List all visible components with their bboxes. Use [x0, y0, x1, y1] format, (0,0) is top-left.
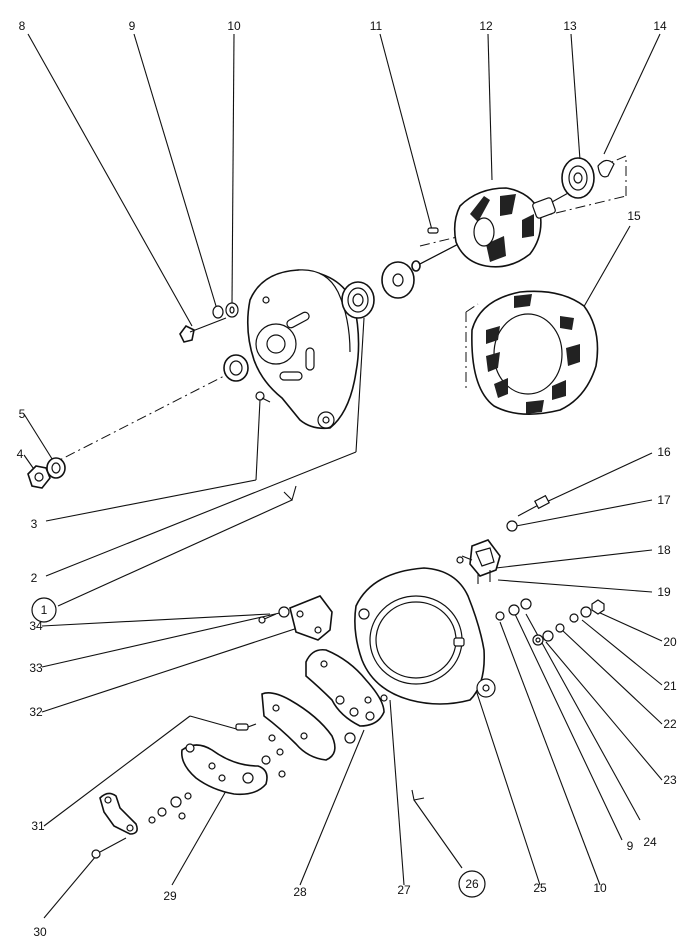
callout-18: 18: [657, 543, 671, 557]
bracket-part-30: [99, 792, 138, 835]
washer-part-5: [46, 457, 66, 479]
key-part-11: [427, 227, 439, 234]
callout-27: 27: [397, 883, 411, 897]
callout-21: 21: [663, 679, 677, 693]
callout-9b: 9: [627, 839, 634, 853]
callout-23: 23: [663, 773, 677, 787]
callout-30: 30: [33, 925, 47, 939]
callout-16: 16: [657, 445, 671, 459]
callout-15: 15: [627, 209, 641, 223]
oil-seal: [223, 354, 249, 382]
callout-34: 34: [29, 619, 43, 633]
bearing-part-2: [341, 281, 375, 319]
callout-labels: 8 9 10 11 12 13 14 15 5 4 3 2 1 16 17 18…: [17, 19, 677, 939]
retainer-plate: [381, 261, 415, 299]
diode-plate-part-29: [180, 743, 286, 796]
callout-8: 8: [19, 19, 26, 33]
callout-32: 32: [29, 705, 43, 719]
callout-17: 17: [657, 493, 671, 507]
callout-14: 14: [653, 19, 667, 33]
callout-13: 13: [563, 19, 577, 33]
slip-ring-end-housing-part-26: [354, 567, 496, 705]
callout-12: 12: [479, 19, 493, 33]
callout-26-circled: 26: [458, 870, 486, 898]
callout-3: 3: [31, 517, 38, 531]
connector-plate-part-31: [235, 692, 336, 761]
callout-10b: 10: [593, 881, 607, 895]
bearing-part-13: [561, 157, 595, 199]
callout-29: 29: [163, 889, 177, 903]
nut-part-4: [27, 465, 51, 489]
callout-19: 19: [657, 585, 671, 599]
callout-20: 20: [663, 635, 677, 649]
callout-4: 4: [17, 447, 24, 461]
callout-9: 9: [129, 19, 136, 33]
small-hardware-20-25: [495, 598, 605, 646]
callout-1-circled: 1: [31, 597, 57, 623]
screw-part-33: [258, 613, 277, 624]
rotor-part-12: [411, 187, 571, 272]
screw-part-16: [517, 494, 550, 517]
callout-1: 1: [41, 603, 48, 617]
washer-part-10: [225, 302, 239, 318]
screw-part-3: [255, 391, 271, 403]
bolt-part-8: [179, 317, 227, 343]
regulator-part-18: [456, 539, 501, 584]
washer-part-9: [212, 305, 224, 319]
callout-28: 28: [293, 885, 307, 899]
callout-31: 31: [31, 819, 45, 833]
callout-5: 5: [19, 407, 26, 421]
callout-24: 24: [643, 835, 657, 849]
gasket-part-32: [289, 595, 333, 641]
washer-part-17: [506, 520, 518, 532]
clip-part-14: [597, 159, 615, 178]
leader-lines: [23, 33, 663, 919]
callout-33: 33: [29, 661, 43, 675]
rectifier-part-28: [305, 648, 388, 744]
bolt-part-30: [91, 837, 127, 859]
callout-11: 11: [370, 19, 383, 33]
callout-22: 22: [663, 717, 677, 731]
callout-26: 26: [465, 877, 479, 891]
callout-25: 25: [533, 881, 547, 895]
callout-2: 2: [31, 571, 38, 585]
drive-end-housing: [246, 269, 360, 430]
stator-part-15: [471, 290, 599, 415]
washer-part-34: [278, 606, 290, 618]
callout-10: 10: [227, 19, 241, 33]
small-hardware-29: [148, 792, 192, 824]
